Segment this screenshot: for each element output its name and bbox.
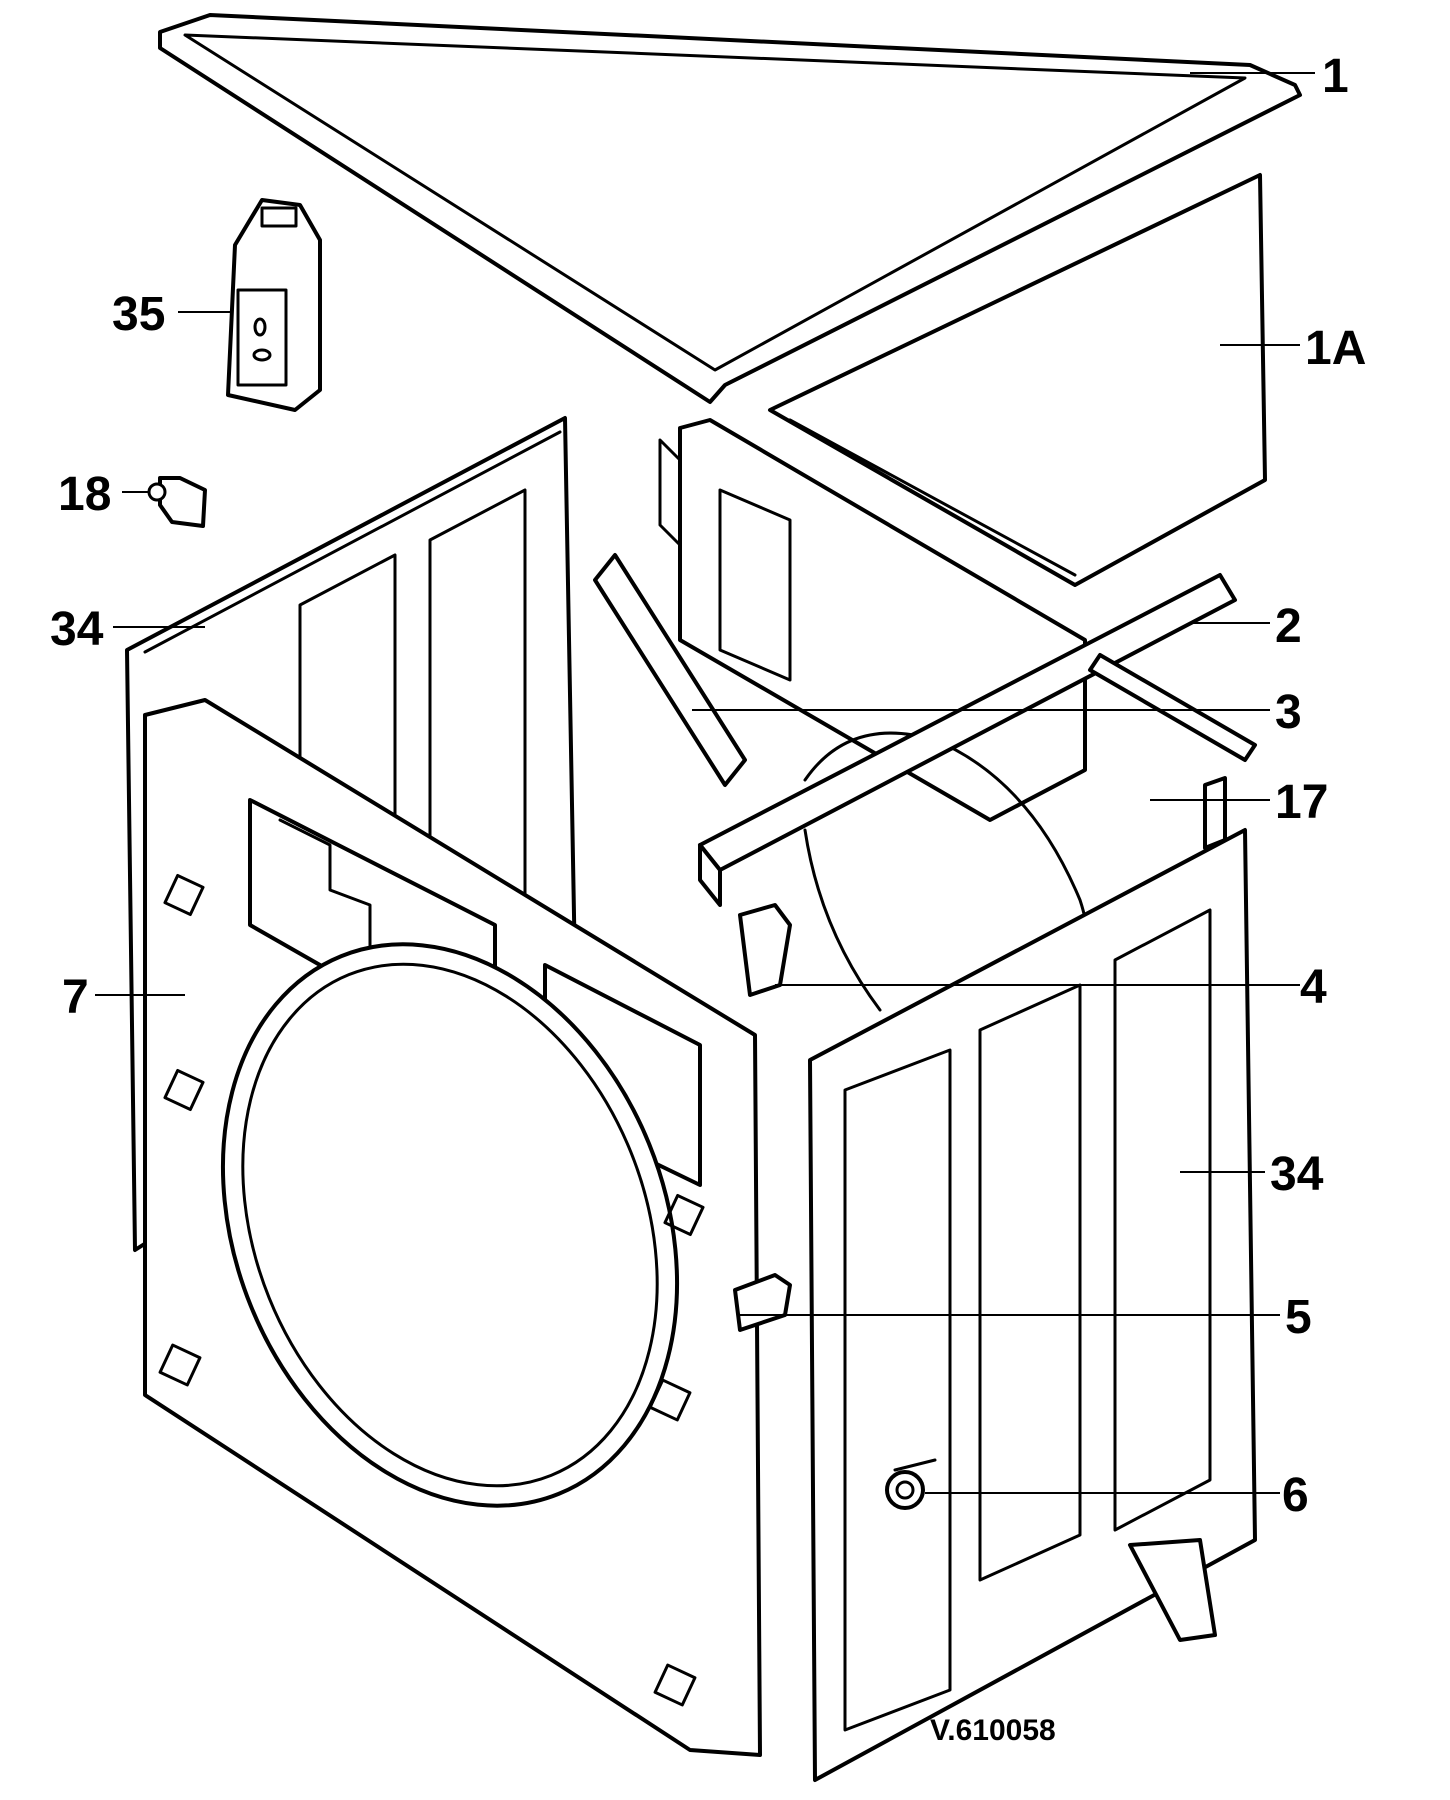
switch-module-part [226, 198, 322, 412]
callout-18: 18 [58, 468, 111, 521]
strip-part [593, 553, 747, 787]
rear-bracket-part [1088, 653, 1257, 850]
callout-17: 17 [1275, 776, 1328, 829]
callout-34-right: 34 [1270, 1148, 1324, 1201]
callout-6: 6 [1282, 1469, 1309, 1522]
bracket-5-part [733, 1273, 792, 1332]
insulation-mat-part [768, 173, 1267, 587]
callout-1: 1 [1322, 50, 1349, 103]
callout-4: 4 [1300, 961, 1327, 1014]
knob-part [885, 1458, 937, 1510]
callout-34-left: 34 [50, 603, 104, 656]
diagram-reference-code: V.610058 [930, 1714, 1056, 1747]
callout-2: 2 [1275, 600, 1302, 653]
top-cover-part [158, 13, 1302, 404]
clip-part [147, 476, 207, 528]
callout-3: 3 [1275, 686, 1302, 739]
callout-5: 5 [1285, 1291, 1312, 1344]
leader-lines [95, 72, 1315, 1494]
bottom-bracket-part [1128, 1538, 1217, 1642]
callout-7: 7 [62, 971, 89, 1024]
callout-1a: 1A [1305, 322, 1366, 375]
bracket-4-part [738, 903, 792, 997]
callout-35: 35 [112, 288, 165, 341]
top-rail-part [698, 573, 1237, 907]
front-panel-part [143, 698, 762, 1757]
